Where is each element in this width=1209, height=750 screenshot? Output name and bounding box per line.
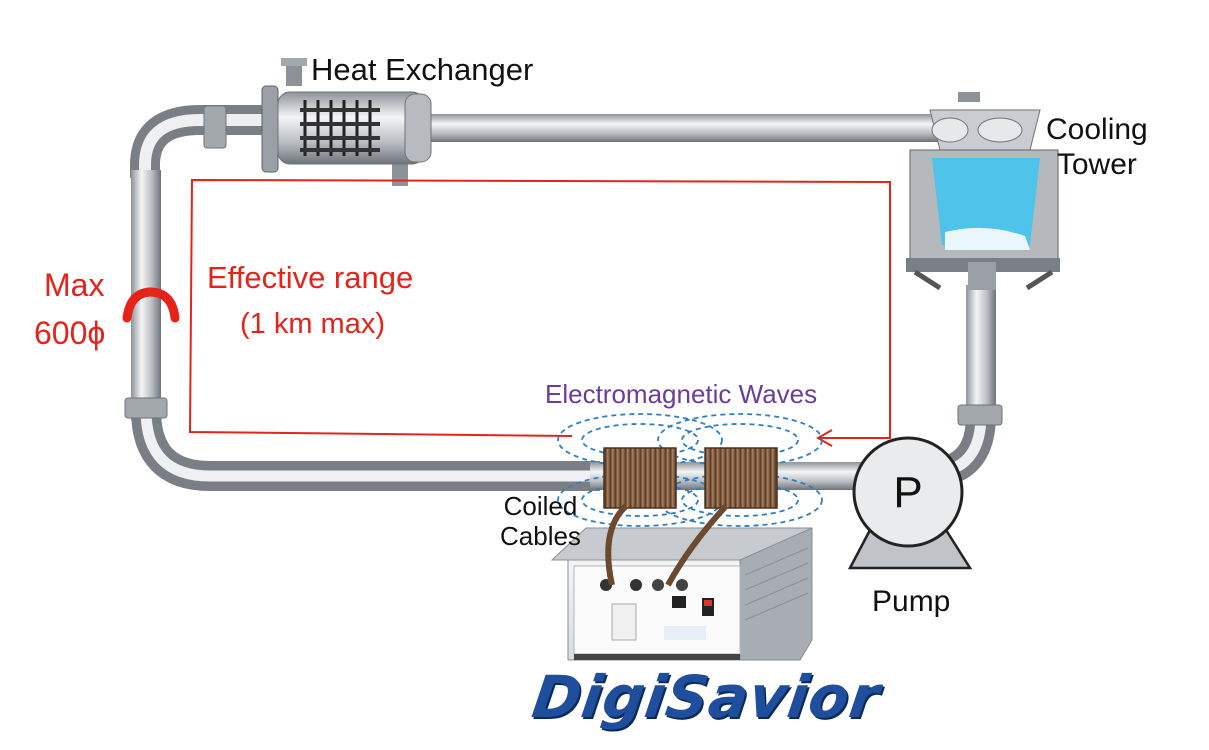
pump-symbol: P [893,468,923,517]
max-diameter-value: 600ϕ [34,315,106,351]
cooling-tower-label: Cooling Tower [1046,113,1148,182]
effective-range-sublabel: (1 km max) [240,308,385,340]
heat-exchanger-label: Heat Exchanger [311,52,534,87]
coiled-cables-line1: Coiled [503,491,578,521]
electromagnetic-waves-label: Electromagnetic Waves [545,379,818,409]
pump-label: Pump [872,585,951,618]
heat-exchanger-icon [261,58,432,186]
diameter-arc-icon [122,287,180,323]
max-diameter-label: Max [44,267,105,303]
effective-range-line [188,178,891,447]
coil-right [704,447,778,509]
em-wave-rings [557,413,823,527]
coiled-cables-line2: Cables [500,520,581,551]
effective-range-label: Effective range [207,260,414,295]
coiled-cables-label: Coiled Cables [500,491,581,552]
cooling-tower-icon [906,92,1060,291]
coil-left [603,447,677,509]
cooling-tower-label-line1: Cooling [1046,113,1148,146]
pump-icon [847,436,973,570]
digisavior-device [550,503,813,661]
digisavior-logo: DigiSavior [528,663,885,731]
cooling-tower-label-line2: Tower [1056,147,1137,181]
